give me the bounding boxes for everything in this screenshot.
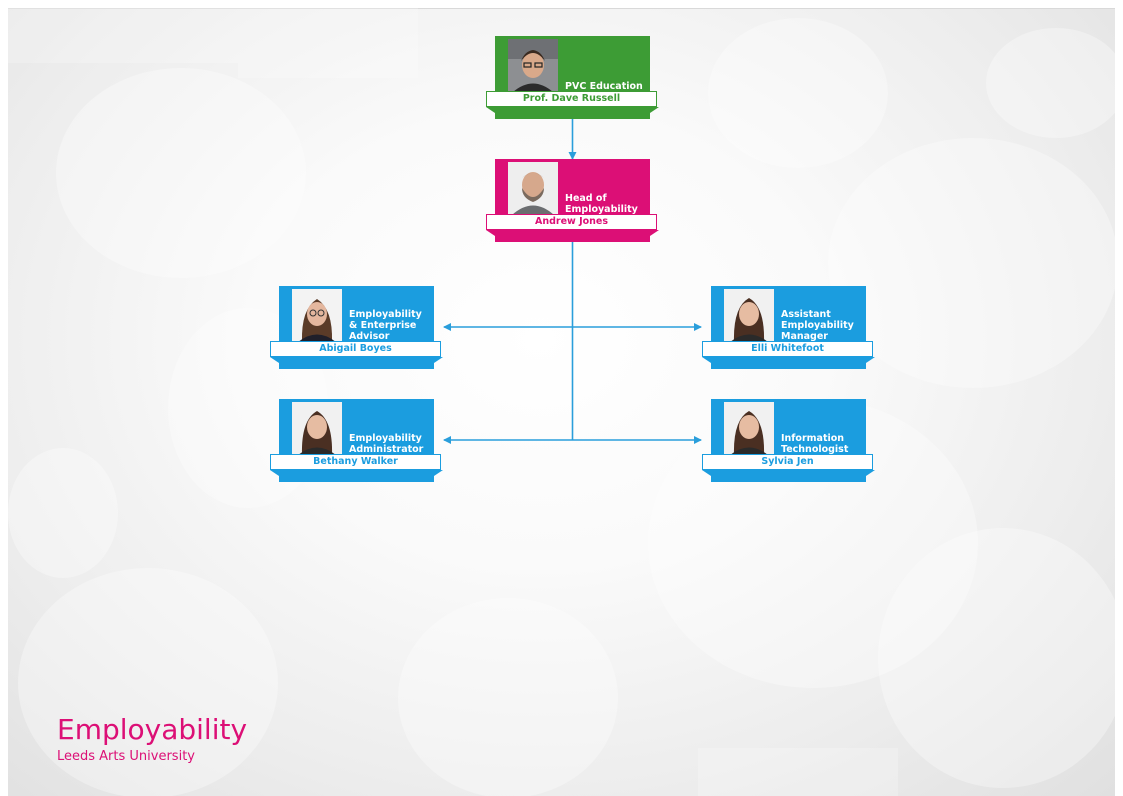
ribbon-fold-left <box>702 357 711 363</box>
brand-block: Employability Leeds Arts University <box>57 714 247 766</box>
ribbon-fold-left <box>702 470 711 476</box>
background-bubble <box>878 528 1115 788</box>
brand-subtitle: Leeds Arts University <box>57 749 195 764</box>
node-name: Andrew Jones <box>486 214 657 230</box>
brand-title: Employability <box>57 713 248 746</box>
node-role: Head of Employability <box>565 193 638 215</box>
background-bubble <box>398 598 618 796</box>
ribbon-fold-left <box>486 230 495 236</box>
ribbon-fold-left <box>486 107 495 113</box>
background-bubble <box>986 28 1115 138</box>
background-bubble <box>8 448 118 578</box>
ribbon-fold-right <box>434 357 443 363</box>
ribbon-fold-left <box>270 470 279 476</box>
node-name: Sylvia Jen <box>702 454 873 470</box>
node-name: Bethany Walker <box>270 454 441 470</box>
woman-icon <box>292 402 342 455</box>
background-panel <box>8 8 238 63</box>
ribbon-fold-right <box>650 107 659 113</box>
ribbon-fold-left <box>270 357 279 363</box>
ribbon-fold-right <box>434 470 443 476</box>
background-bubble <box>56 68 306 278</box>
background-bubble <box>708 18 888 168</box>
man-with-glasses-icon <box>508 39 558 92</box>
bearded-man-icon <box>508 162 558 215</box>
ribbon-fold-right <box>650 230 659 236</box>
background-bubble <box>828 138 1115 388</box>
woman-with-glasses-icon <box>292 289 342 342</box>
ribbon-fold-right <box>866 357 875 363</box>
node-role: Employability & Enterprise Advisor <box>349 309 422 342</box>
node-name: Abigail Boyes <box>270 341 441 357</box>
woman-icon <box>724 289 774 342</box>
top-border <box>8 8 1115 9</box>
node-role: PVC Education <box>565 81 643 92</box>
node-name: Prof. Dave Russell <box>486 91 657 107</box>
connector-lines <box>443 119 702 444</box>
node-role: Information Technologist <box>781 433 849 455</box>
background-bubble <box>18 568 278 796</box>
woman-icon <box>724 402 774 455</box>
node-role: Assistant Employability Manager <box>781 309 854 342</box>
background-panel <box>238 8 418 78</box>
background-panel <box>698 748 898 796</box>
node-name: Elli Whitefoot <box>702 341 873 357</box>
ribbon-fold-right <box>866 470 875 476</box>
node-role: Employability Administrator <box>349 433 424 455</box>
